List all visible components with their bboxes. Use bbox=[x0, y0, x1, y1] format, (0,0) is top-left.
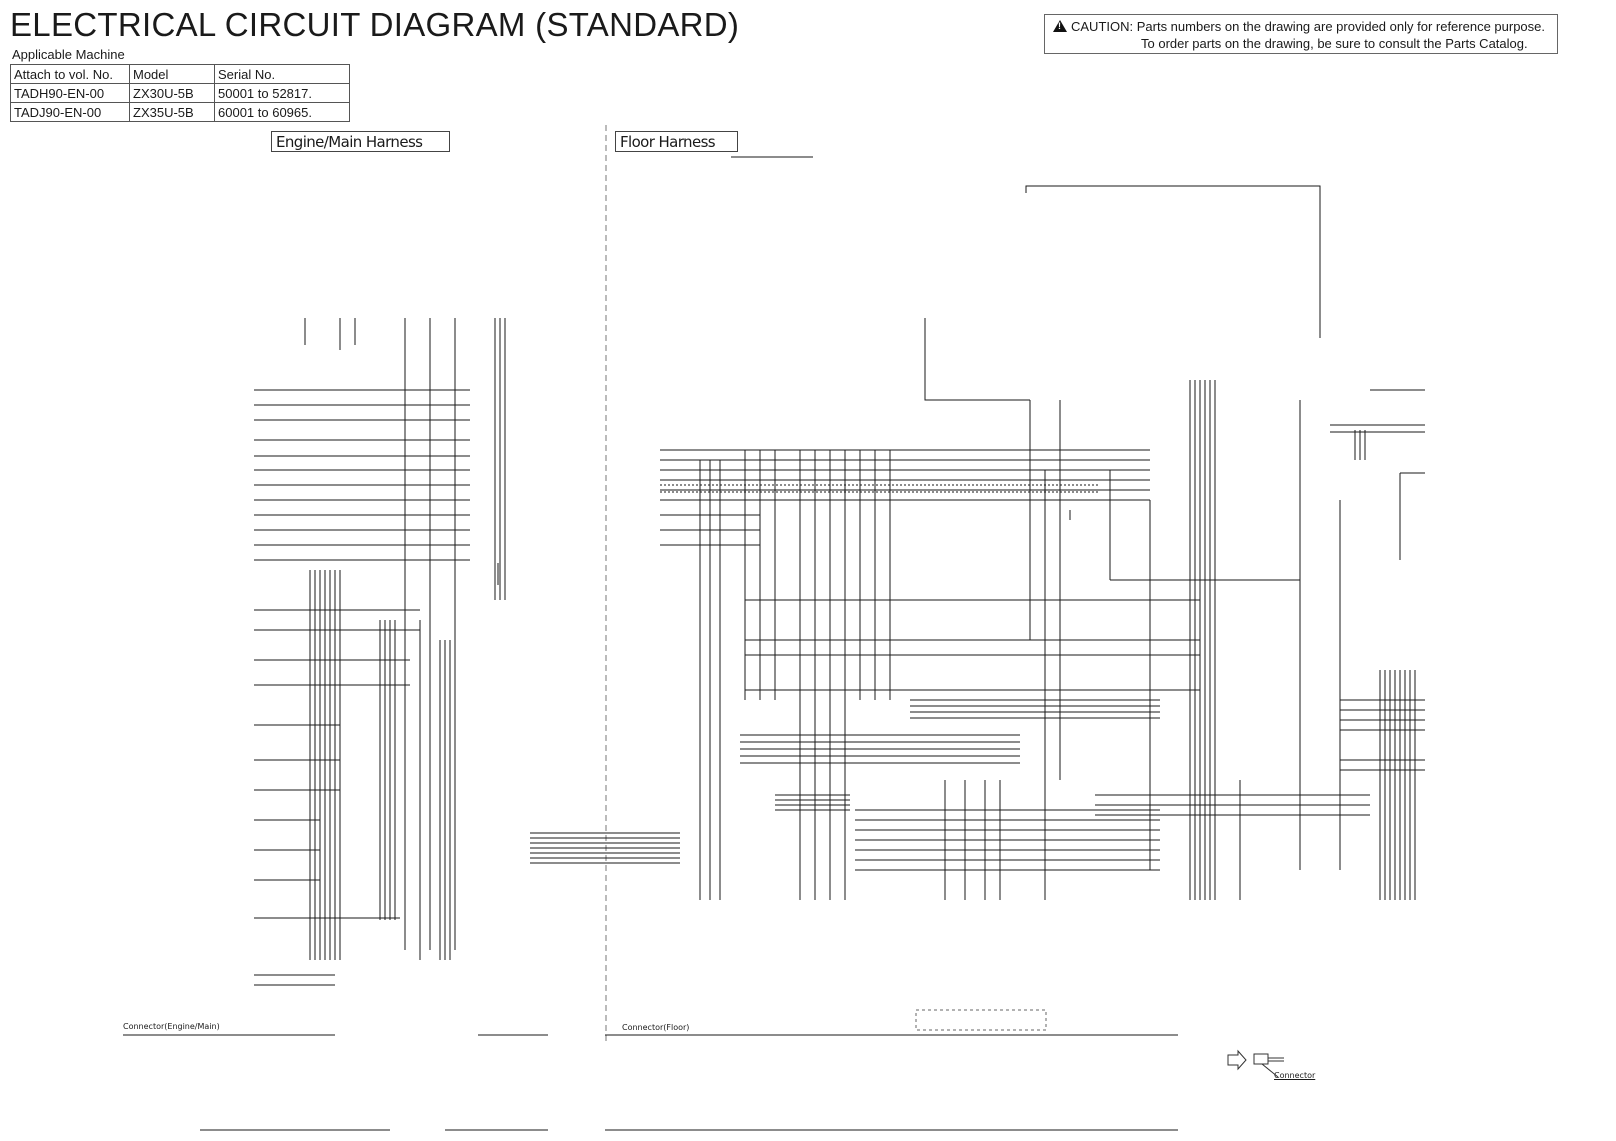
table-cell: TADJ90-EN-00 bbox=[10, 102, 130, 122]
floor-wires bbox=[530, 380, 1425, 900]
connector-engine-main-label: Connector(Engine/Main) bbox=[123, 1022, 220, 1031]
connector-plug-icon bbox=[1253, 1053, 1284, 1078]
warning-triangle-icon bbox=[1053, 20, 1067, 32]
table-cell: ZX30U-5B bbox=[129, 83, 215, 103]
connector-table-floor bbox=[605, 1009, 1178, 1131]
table-cell: 60001 to 60965. bbox=[214, 102, 350, 122]
connector-table-engine bbox=[123, 1034, 548, 1131]
applicable-machine-label: Applicable Machine bbox=[12, 47, 125, 62]
page-title: ELECTRICAL CIRCUIT DIAGRAM (STANDARD) bbox=[10, 6, 740, 43]
floor-harness-label: Floor Harness bbox=[615, 131, 738, 152]
connector-legend-label: Connector bbox=[1274, 1071, 1316, 1080]
caution-line-1: CAUTION: Parts numbers on the drawing ar… bbox=[1071, 19, 1546, 34]
table-row: TADJ90-EN-00 ZX35U-5B 60001 to 60965. bbox=[10, 102, 350, 122]
connector-arrow-icon bbox=[1227, 1049, 1247, 1071]
caution-line-2: To order parts on the drawing, be sure t… bbox=[1141, 36, 1528, 51]
engine-main-harness-label: Engine/Main Harness bbox=[271, 131, 450, 152]
table-cell: TADH90-EN-00 bbox=[10, 83, 130, 103]
connector-floor-label: Connector(Floor) bbox=[622, 1023, 690, 1032]
caution-box: CAUTION: Parts numbers on the drawing ar… bbox=[1044, 14, 1558, 54]
applicable-machine-table: Attach to vol. No. Model Serial No. TADH… bbox=[10, 64, 350, 122]
monitor-bracket bbox=[1025, 185, 1321, 338]
engine-main-wires bbox=[254, 318, 506, 986]
harness-line bbox=[924, 318, 1030, 401]
